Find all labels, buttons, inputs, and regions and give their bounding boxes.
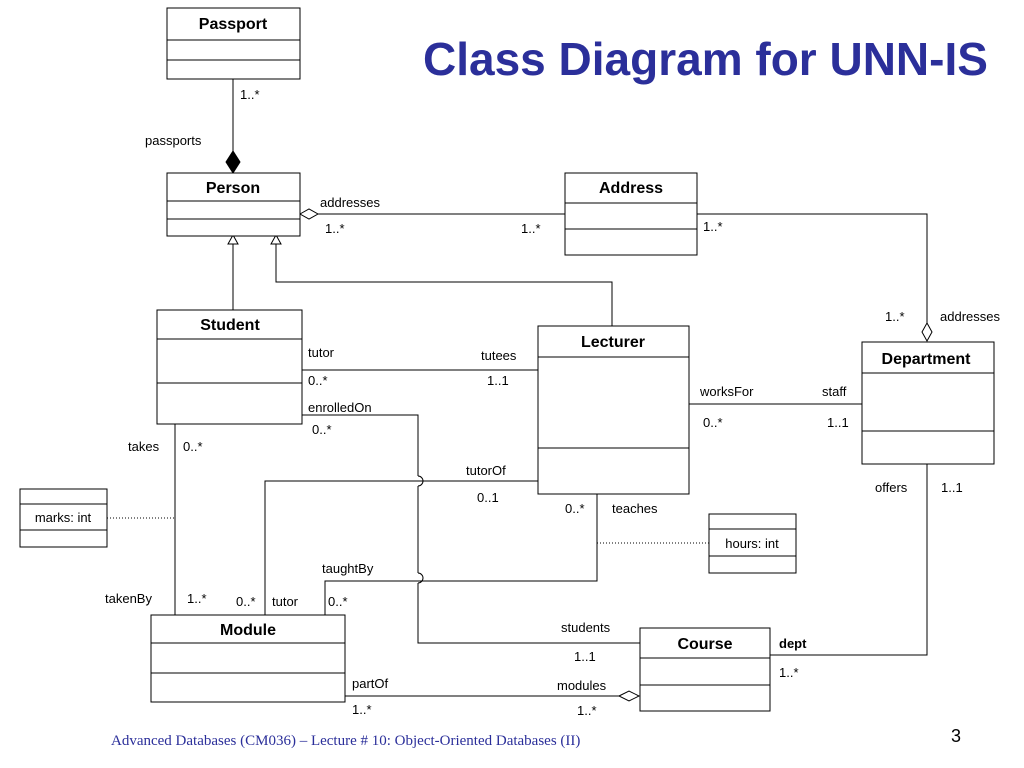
address-person-multiplicity: 1..* [521,221,541,236]
takes-role: takes [128,439,160,454]
enrolledon-multiplicity: 0..* [312,422,332,437]
aggregation-diamond-icon [921,321,933,343]
address-dept-multiplicity: 1..* [703,219,723,234]
page-number: 3 [951,726,961,746]
class-module: Module [150,614,346,703]
class-name: Address [599,180,663,197]
lecturer-person-generalization [275,244,613,326]
composition-diamond-icon [225,150,241,174]
enrolledon-role: enrolledOn [308,400,372,415]
offers-dept-link [770,464,928,656]
class-course: Course [639,627,771,712]
aggregation-diamond-icon [298,208,320,220]
class-lecturer: Lecturer [537,325,690,495]
assoc-class-marks: marks: int [19,488,108,548]
offers-multiplicity: 1..1 [941,480,963,495]
takes-multiplicity: 0..* [183,439,203,454]
module-tutor-role: tutor [272,594,299,609]
passports-role: passports [145,133,202,148]
modules-role: modules [557,678,607,693]
enrolledon-link-upper [302,414,419,476]
attribute-marks: marks: int [35,510,92,525]
addresses-role: addresses [320,195,380,210]
assoc-class-hours: hours: int [708,513,797,574]
passport-multiplicity: 1..* [240,87,260,102]
students-role: students [561,620,611,635]
taughtby-multiplicity: 0..* [328,594,348,609]
class-name: Module [220,622,276,639]
line-crossing-hop [417,572,424,584]
class-name: Passport [199,16,268,33]
class-student: Student [156,309,303,425]
tutees-role: tutees [481,348,517,363]
module-tutor-multiplicity: 0..* [236,594,256,609]
dept-address-multiplicity: 1..* [885,309,905,324]
enrolledon-link-lower [417,583,640,644]
aggregation-diamond-icon [617,690,641,702]
takenby-multiplicity: 1..* [187,591,207,606]
worksfor-multiplicity: 0..* [703,415,723,430]
tutor-role: tutor [308,345,335,360]
tutorof-multiplicity: 0..1 [477,490,499,505]
class-name: Student [200,317,260,334]
class-name: Course [677,636,732,653]
address-department-link [697,213,928,323]
offers-role: offers [875,480,908,495]
class-person: Person [166,172,301,237]
students-multiplicity: 1..1 [574,649,596,664]
generalization-arrow-icon [270,233,282,245]
teaches-taughtby-link [324,494,598,615]
takenby-role: takenBy [105,591,152,606]
taughtby-role: taughtBy [322,561,374,576]
class-address: Address [564,172,698,256]
tutorof-tutor-link [264,480,538,615]
slide-footer: Advanced Databases (CM036) – Lecture # 1… [111,733,580,749]
modules-multiplicity: 1..* [577,703,597,718]
staff-multiplicity: 1..1 [827,415,849,430]
dept-multiplicity: 1..* [779,665,799,680]
partof-role: partOf [352,676,389,691]
tutees-multiplicity: 1..1 [487,373,509,388]
worksfor-role: worksFor [699,384,754,399]
class-name: Department [882,351,972,368]
teaches-role: teaches [612,501,658,516]
attribute-hours: hours: int [725,536,779,551]
slide-title: Class Diagram for UNN-IS [423,33,988,85]
tutorof-role: tutorOf [466,463,506,478]
class-name: Person [206,180,260,197]
teaches-multiplicity: 0..* [565,501,585,516]
dept-addresses-role: addresses [940,309,1000,324]
class-department: Department [861,341,995,465]
class-name: Lecturer [581,334,645,351]
generalization-arrow-icon [227,233,239,245]
tutor-multiplicity: 0..* [308,373,328,388]
dept-role: dept [779,636,807,651]
class-passport: Passport [166,7,301,80]
partof-multiplicity: 1..* [352,702,372,717]
staff-role: staff [822,384,847,399]
person-address-multiplicity: 1..* [325,221,345,236]
